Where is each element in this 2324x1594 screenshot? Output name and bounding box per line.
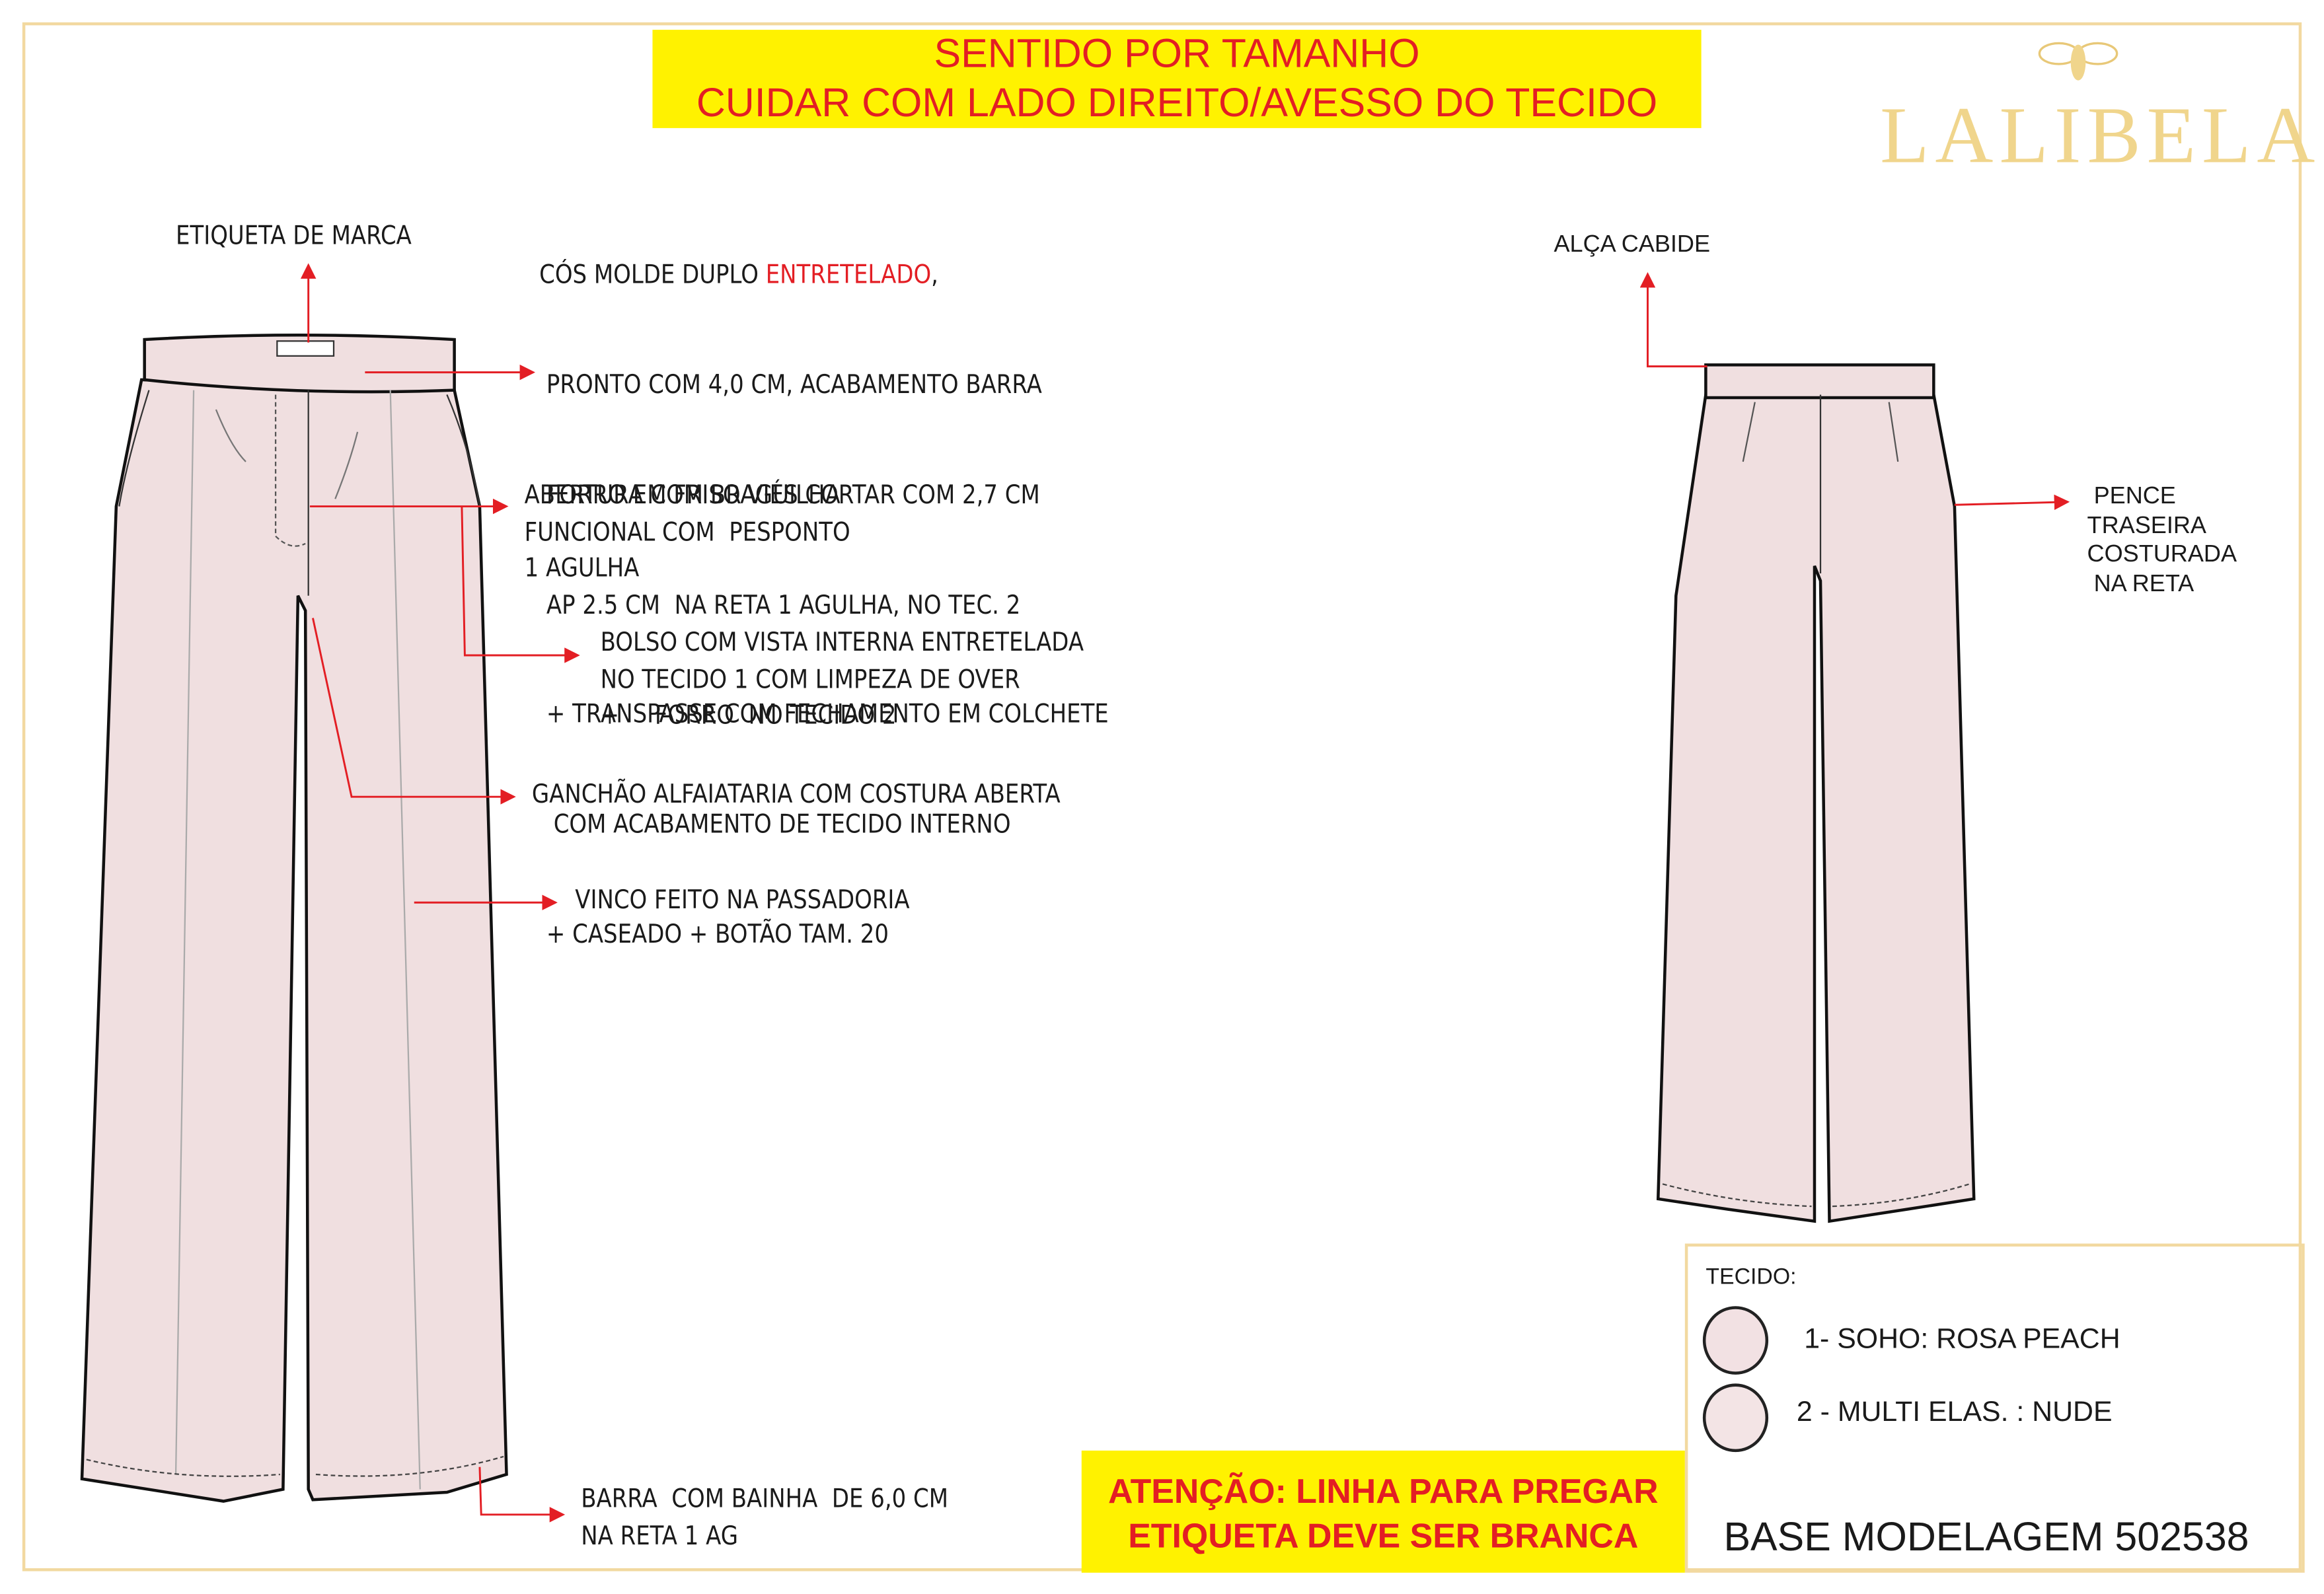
note-cos-line: + CASEADO + BOTÃO TAM. 20 [539,920,889,951]
fabric-swatch-2 [1702,1383,1769,1453]
fabric-label-1: 1- SOHO: ROSA PEACH [1804,1324,2120,1356]
warning-line-2: ETIQUETA DEVE SER BRANCA [1128,1516,1639,1555]
front-pants-drawing [80,334,508,1503]
back-pants-drawing [1656,363,1976,1223]
note-cos-text: CÓS MOLDE DUPLO [539,260,766,291]
note-cos-line: AP 2.5 CM NA RETA 1 AGULHA, NO TEC. 2 [539,590,1021,621]
note-barra: BARRA COM BAINHA DE 6,0 CM NA RETA 1 AG [581,1484,949,1552]
bee-icon [2038,42,2118,81]
warning-box: ATENÇÃO: LINHA PARA PREGAR ETIQUETA DEVE… [1081,1450,1685,1573]
note-pence: PENCE TRASEIRA COSTURADA NA RETA [2087,484,2237,597]
warning-line-1: ATENÇÃO: LINHA PARA PREGAR [1108,1471,1659,1511]
header-line-2: CUIDAR COM LADO DIREITO/AVESSO DO TECIDO [696,80,1658,126]
note-cos-line: COM ACABAMENTO DE TECIDO INTERNO [539,810,1011,840]
note-cos-line: + TRANSPASSE COM FECHAMENTO EM COLCHETE [539,700,1109,731]
note-cos-line: FORRO EM FRISO VIÉS CORTAR COM 2,7 CM [539,480,1040,511]
note-alca-cabide: ALÇA CABIDE [1554,232,1711,258]
brand-logo: LALIBELA [1880,91,2321,180]
note-cos-line-1: CÓS MOLDE DUPLO ENTRETELADO, [539,258,1109,294]
callout-arrows [300,263,2070,1523]
base-modelagem: BASE MODELAGEM 502538 [1723,1514,2249,1560]
note-cos-line: PRONTO COM 4,0 CM, ACABAMENTO BARRA [539,371,1042,401]
note-cos-highlight: ENTRETELADO [765,260,932,291]
note-ganchao: GANCHÃO ALFAIATARIA COM COSTURA ABERTA [531,780,1061,811]
label-etiqueta-de-marca: ETIQUETA DE MARCA [176,221,412,252]
note-vinco: VINCO FEITO NA PASSADORIA [575,886,910,916]
fabric-swatch-1 [1702,1306,1769,1375]
fabric-label-2: 2 - MULTI ELAS. : NUDE [1796,1396,2113,1429]
header-line-1: SENTIDO POR TAMANHO [934,31,1420,76]
header-banner: SENTIDO POR TAMANHO CUIDAR COM LADO DIRE… [652,30,1702,128]
legend-title: TECIDO: [1706,1264,1797,1290]
fabric-legend: TECIDO: 1- SOHO: ROSA PEACH 2 - MULTI EL… [1684,1243,2305,1573]
note-cos-comma: , [931,260,938,291]
note-cos: CÓS MOLDE DUPLO ENTRETELADO, PRONTO COM … [539,185,1109,1027]
note-abertura: ABERTURA COM BRAGUILHA FUNCIONAL COM PES… [524,481,850,585]
note-bolso: BOLSO COM VISTA INTERNA ENTRETELADA NO T… [600,628,1084,732]
